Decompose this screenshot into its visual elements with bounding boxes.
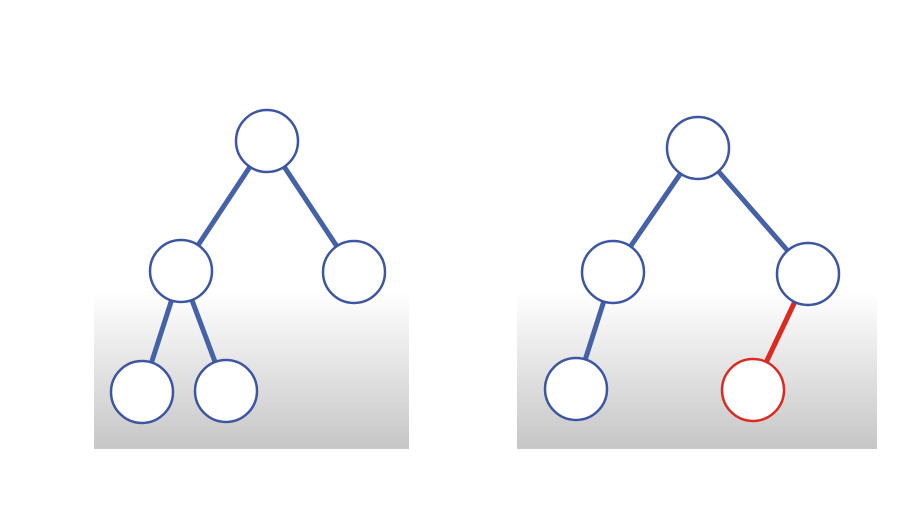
tree-right-edge-left-to-left-left — [582, 299, 607, 362]
tree-left-edge-left-to-left-left — [149, 298, 174, 365]
tree-right-node-root — [665, 115, 731, 181]
tree-left-node-root — [234, 108, 300, 174]
tree-right-nodes — [543, 115, 841, 423]
tree-left-node-left — [148, 238, 214, 304]
tree-left-edge-root-to-left — [195, 164, 253, 248]
tree-left-edge-left-to-left-right — [189, 297, 218, 365]
tree-left-node-right — [321, 239, 387, 305]
tree-left-node-left-left — [109, 359, 175, 425]
tree-right-node-left-left — [543, 356, 609, 422]
tree-left-edge-root-to-right — [281, 164, 340, 249]
tree-left — [109, 108, 387, 425]
tree-right-edge-root-to-left — [628, 171, 683, 249]
tree-right-node-right-left-highlighted — [720, 357, 786, 423]
tree-right-edge-root-to-right — [715, 168, 791, 254]
tree-right-node-right — [775, 241, 841, 307]
tree-left-edges — [149, 164, 340, 365]
tree-right-node-left — [580, 239, 646, 305]
tree-right-edge-right-to-right-left-highlighted — [763, 299, 798, 365]
tree-left-node-left-right — [193, 358, 259, 424]
tree-right — [543, 115, 841, 423]
tree-right-edges — [582, 168, 798, 365]
tree-left-nodes — [109, 108, 387, 425]
